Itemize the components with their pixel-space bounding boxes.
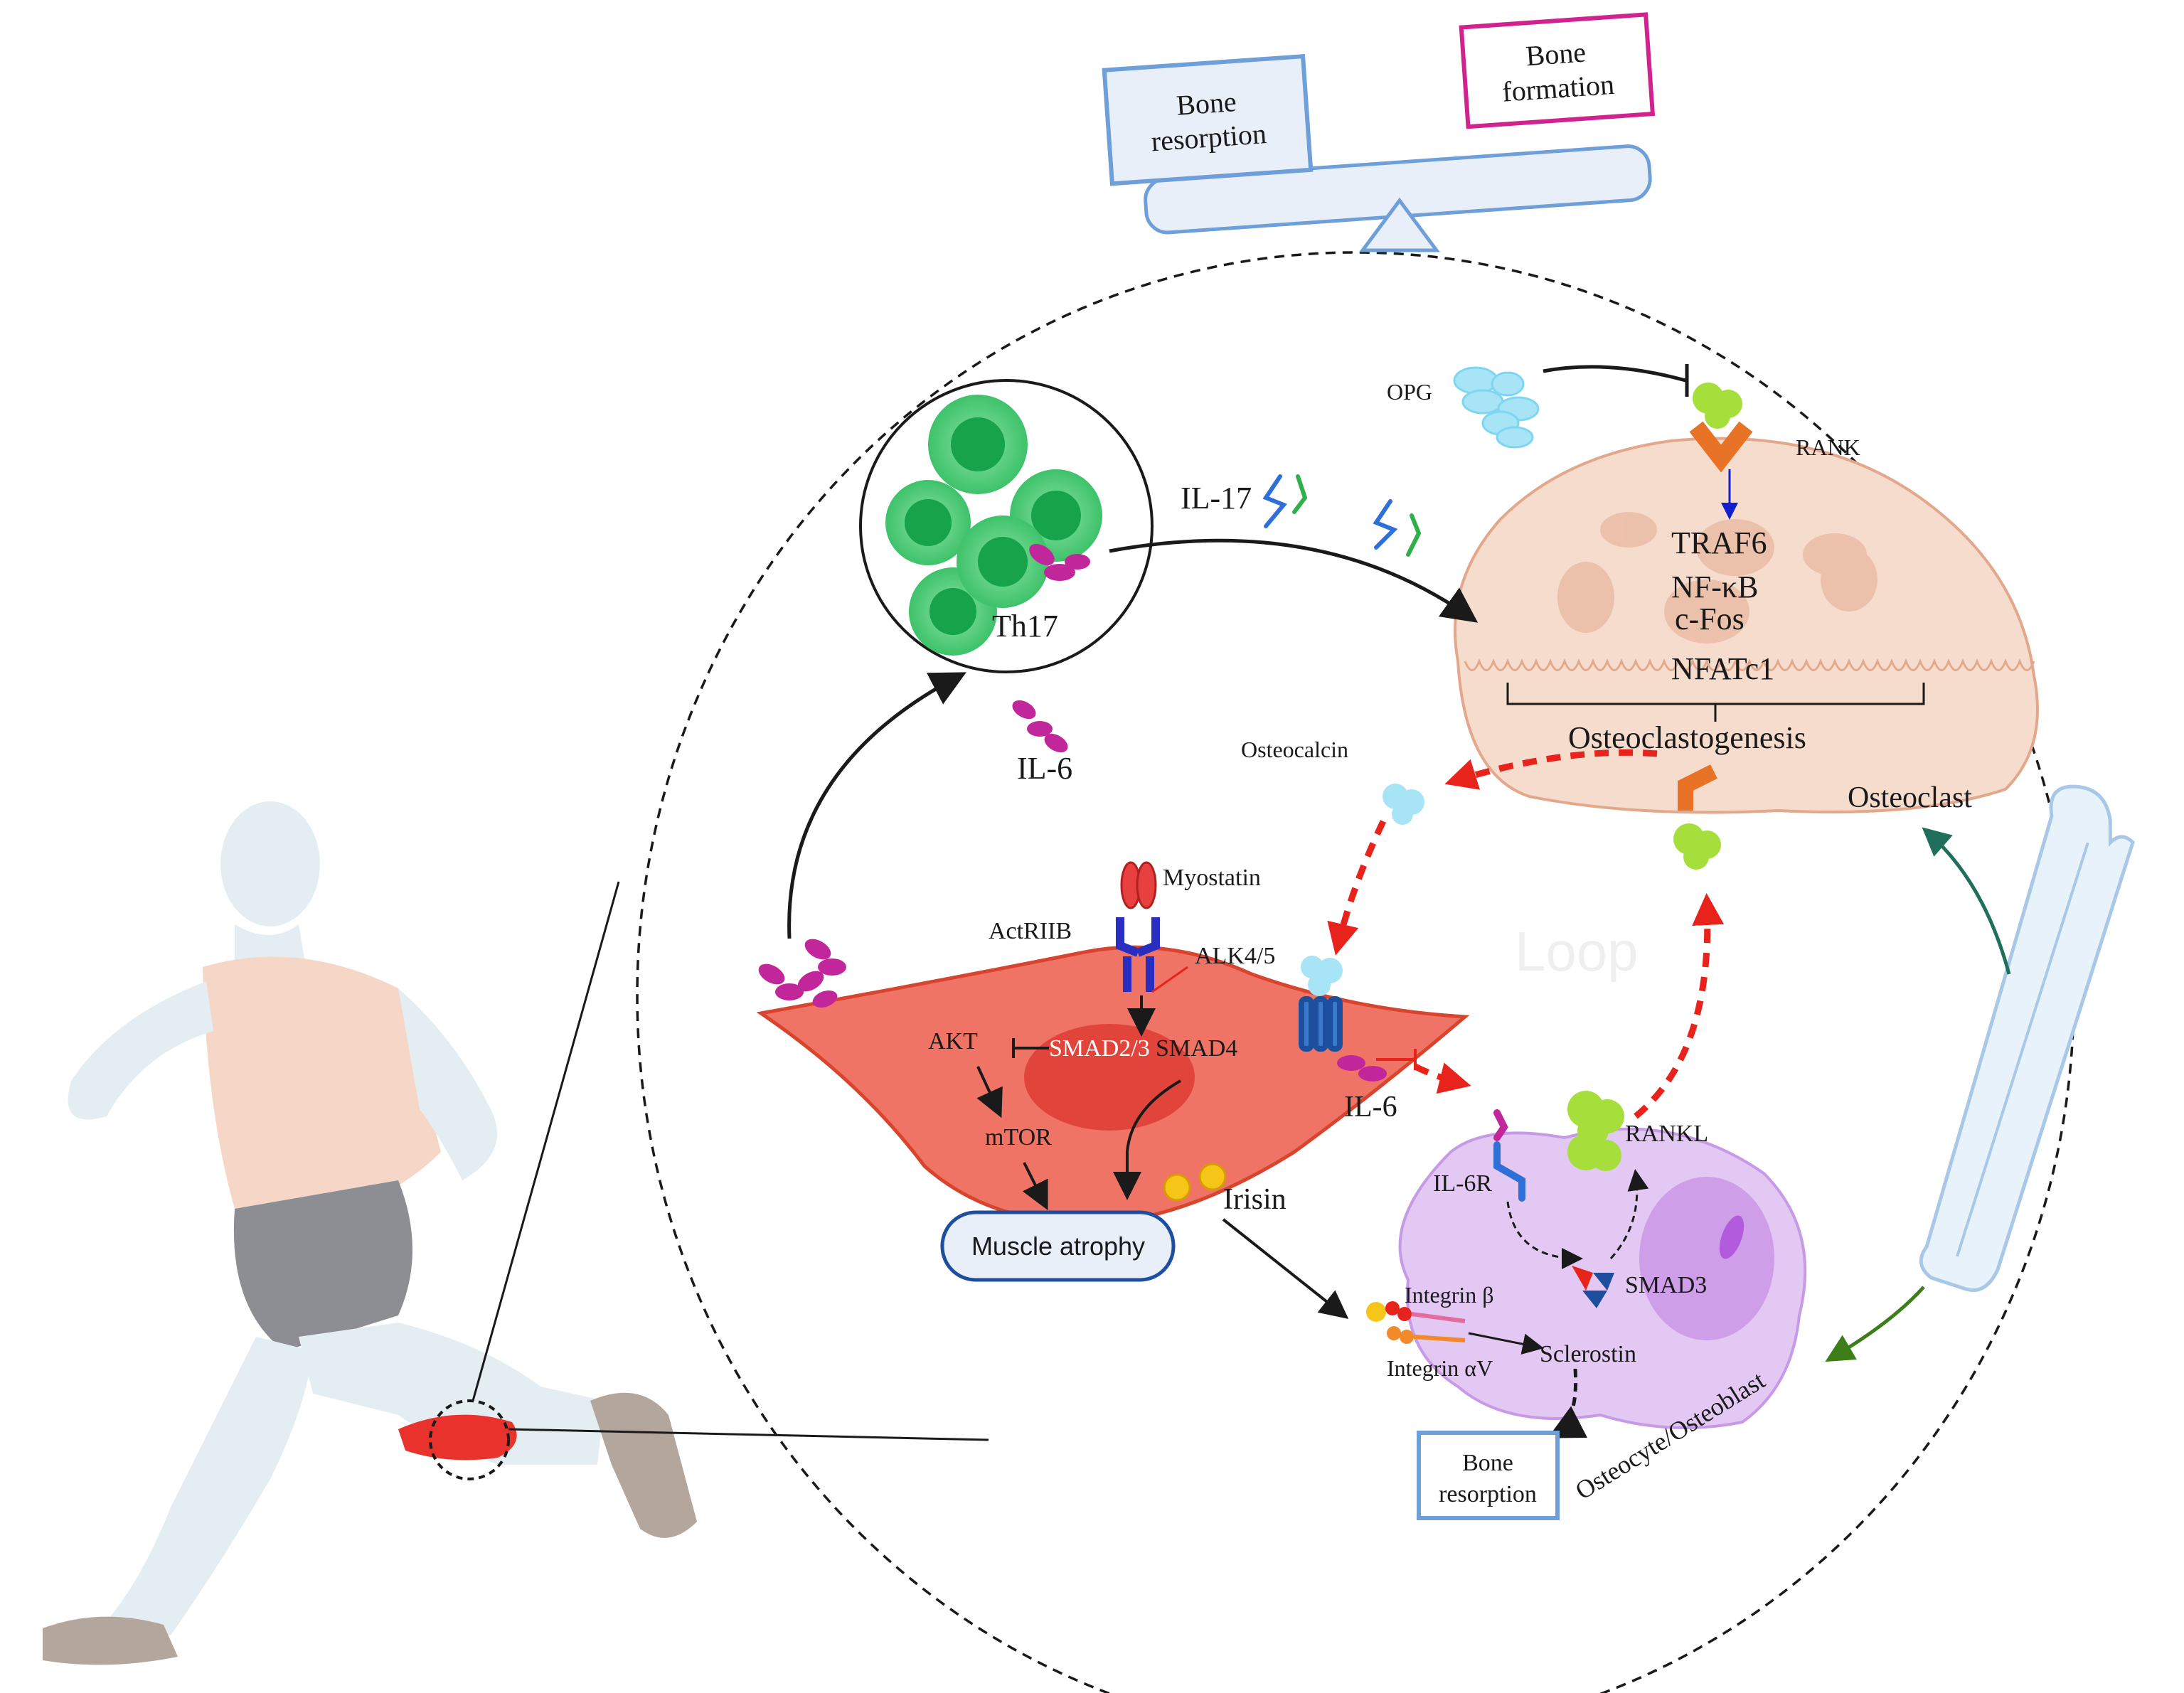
rank-label: RANK xyxy=(1796,434,1860,460)
bone-resorption-box xyxy=(1102,53,1314,186)
il6-top-label: IL-6 xyxy=(1017,751,1072,786)
nfatc1-label: NFATc1 xyxy=(1671,651,1774,686)
bone-formation-label-1: Bone xyxy=(1525,36,1587,72)
il6r-receptor xyxy=(1493,1109,1525,1202)
rankl-on-osteocyte xyxy=(1567,1091,1624,1171)
bone-to-osteocyte-arrow xyxy=(1825,1286,1925,1362)
muscle-atrophy-label: Muscle atrophy xyxy=(971,1232,1145,1261)
loop-osteocalcin-to-muscle xyxy=(1327,820,1387,956)
il6-on-th17 xyxy=(1029,543,1090,581)
bone-illustration xyxy=(1919,784,2135,1292)
osteoclast-nuclei xyxy=(1557,512,1877,643)
rankl-top-ligand xyxy=(1693,383,1742,429)
rank-receptor-lower xyxy=(1678,764,1717,811)
actriib-receptor xyxy=(1116,917,1160,992)
osteocalcin-on-muscle xyxy=(1301,956,1343,996)
runner-figure xyxy=(43,801,697,1665)
smad3-protein xyxy=(1572,1266,1614,1308)
balance-fulcrum xyxy=(1359,197,1440,252)
bone-resorption-bottom-label-2: resorption xyxy=(1439,1481,1537,1507)
actriib-label: ActRIIB xyxy=(989,918,1072,944)
alk45-arrow xyxy=(1151,966,1188,993)
th17-label: Th17 xyxy=(992,609,1058,643)
alk45-label: ALK4/5 xyxy=(1195,943,1275,969)
irisin-label: Irisin xyxy=(1223,1183,1287,1216)
mtor-to-atrophy-arrow xyxy=(1022,1162,1048,1211)
il6-protein-top xyxy=(1012,700,1068,753)
il6-near-muscle xyxy=(758,939,846,1008)
mtor-label: mTOR xyxy=(985,1124,1052,1150)
rankl-free-protein xyxy=(1673,823,1721,870)
sclerostin-label: Sclerostin xyxy=(1540,1341,1636,1367)
muscle-atrophy-box xyxy=(940,1210,1176,1282)
integrin-beta-protein xyxy=(1366,1301,1466,1323)
osteoclast-cell xyxy=(1454,437,2039,814)
osteocalcin-free-protein xyxy=(1383,784,1424,825)
th17-to-osteoclast-arrow xyxy=(1109,538,1479,623)
opg-protein xyxy=(1453,366,1540,449)
rank-receptor xyxy=(1689,421,1753,473)
osteoclast-label: Osteoclast xyxy=(1848,781,1972,814)
smad-to-atrophy-arrow xyxy=(1113,1079,1181,1200)
cfos-label: c-Fos xyxy=(1675,602,1744,636)
bone-formation-box xyxy=(1459,12,1656,129)
il6-on-muscle-receptor xyxy=(1337,1055,1387,1082)
integrin-av-protein xyxy=(1387,1326,1466,1344)
smad23-label: SMAD2/3 xyxy=(1049,1035,1150,1062)
zoom-line-lower xyxy=(508,1428,989,1441)
integrin-av-label: Integrin αV xyxy=(1387,1355,1493,1381)
osteocyte-nucleus xyxy=(1639,1177,1774,1340)
akt-to-mtor-arrow xyxy=(976,1066,1003,1118)
integrin-beta-label: Integrin β xyxy=(1405,1282,1494,1308)
muscle-to-th17-arrow xyxy=(787,672,966,939)
il6r-label: IL-6R xyxy=(1433,1170,1492,1197)
smad4-label: SMAD4 xyxy=(1156,1035,1237,1062)
akt-label: AKT xyxy=(928,1028,978,1054)
opg-inhibition-line xyxy=(1543,365,1686,383)
integrin-to-sclerostin-arrow xyxy=(1468,1332,1544,1355)
zoom-line-upper xyxy=(472,881,620,1401)
osteocalcin-label: Osteocalcin xyxy=(1241,737,1348,762)
il6r-to-smad3-arrow xyxy=(1506,1201,1583,1269)
traf6-label: TRAF6 xyxy=(1671,525,1767,560)
osteocyte-nucleolus xyxy=(1719,1215,1744,1259)
il17-label: IL-17 xyxy=(1181,481,1252,516)
myostatin-protein xyxy=(1120,861,1157,909)
smad3-to-rankl-arrow xyxy=(1609,1169,1649,1260)
irisin-protein xyxy=(1163,1163,1227,1202)
bone-resorption-label-1: Bone xyxy=(1176,85,1237,122)
osteoclast-ruffled-border xyxy=(1464,658,2035,671)
loop-osteoclast-to-osteocalcin xyxy=(1444,749,1658,790)
balance-scale: Bone resorption Bone formation xyxy=(1102,12,1656,235)
opg-label: OPG xyxy=(1387,379,1432,405)
sclerostin-to-resorption-arrow xyxy=(1548,1368,1588,1438)
bone-resorption-bottom-label-1: Bone xyxy=(1462,1450,1513,1476)
loop-muscle-to-osteocyte xyxy=(1413,1062,1471,1094)
bone-formation-label-2: formation xyxy=(1501,68,1615,108)
nfkb-label: NF-κB xyxy=(1671,570,1758,604)
osteoclastogenesis-label: Osteoclastogenesis xyxy=(1568,720,1806,755)
irisin-to-integrin-arrow xyxy=(1222,1218,1349,1319)
muscle-nucleus xyxy=(1024,1024,1195,1131)
loop-osteocyte-to-rankl xyxy=(1634,893,1725,1119)
smad3-label: SMAD3 xyxy=(1625,1272,1707,1298)
myostatin-label: Myostatin xyxy=(1163,865,1261,891)
loop-watermark: Loop xyxy=(1515,920,1639,983)
th17-cells xyxy=(885,395,1102,656)
il17-protein xyxy=(1262,474,1422,557)
rankl-label: RANKL xyxy=(1625,1121,1708,1147)
il6-mid-label: IL-6 xyxy=(1344,1091,1397,1123)
osteoclastogenesis-bracket xyxy=(1506,683,1925,722)
bone-resorption-bottom-box xyxy=(1417,1431,1560,1520)
bone-to-osteoclast-arrow xyxy=(1922,827,2011,975)
muscle-il6-receptor xyxy=(1299,996,1343,1052)
